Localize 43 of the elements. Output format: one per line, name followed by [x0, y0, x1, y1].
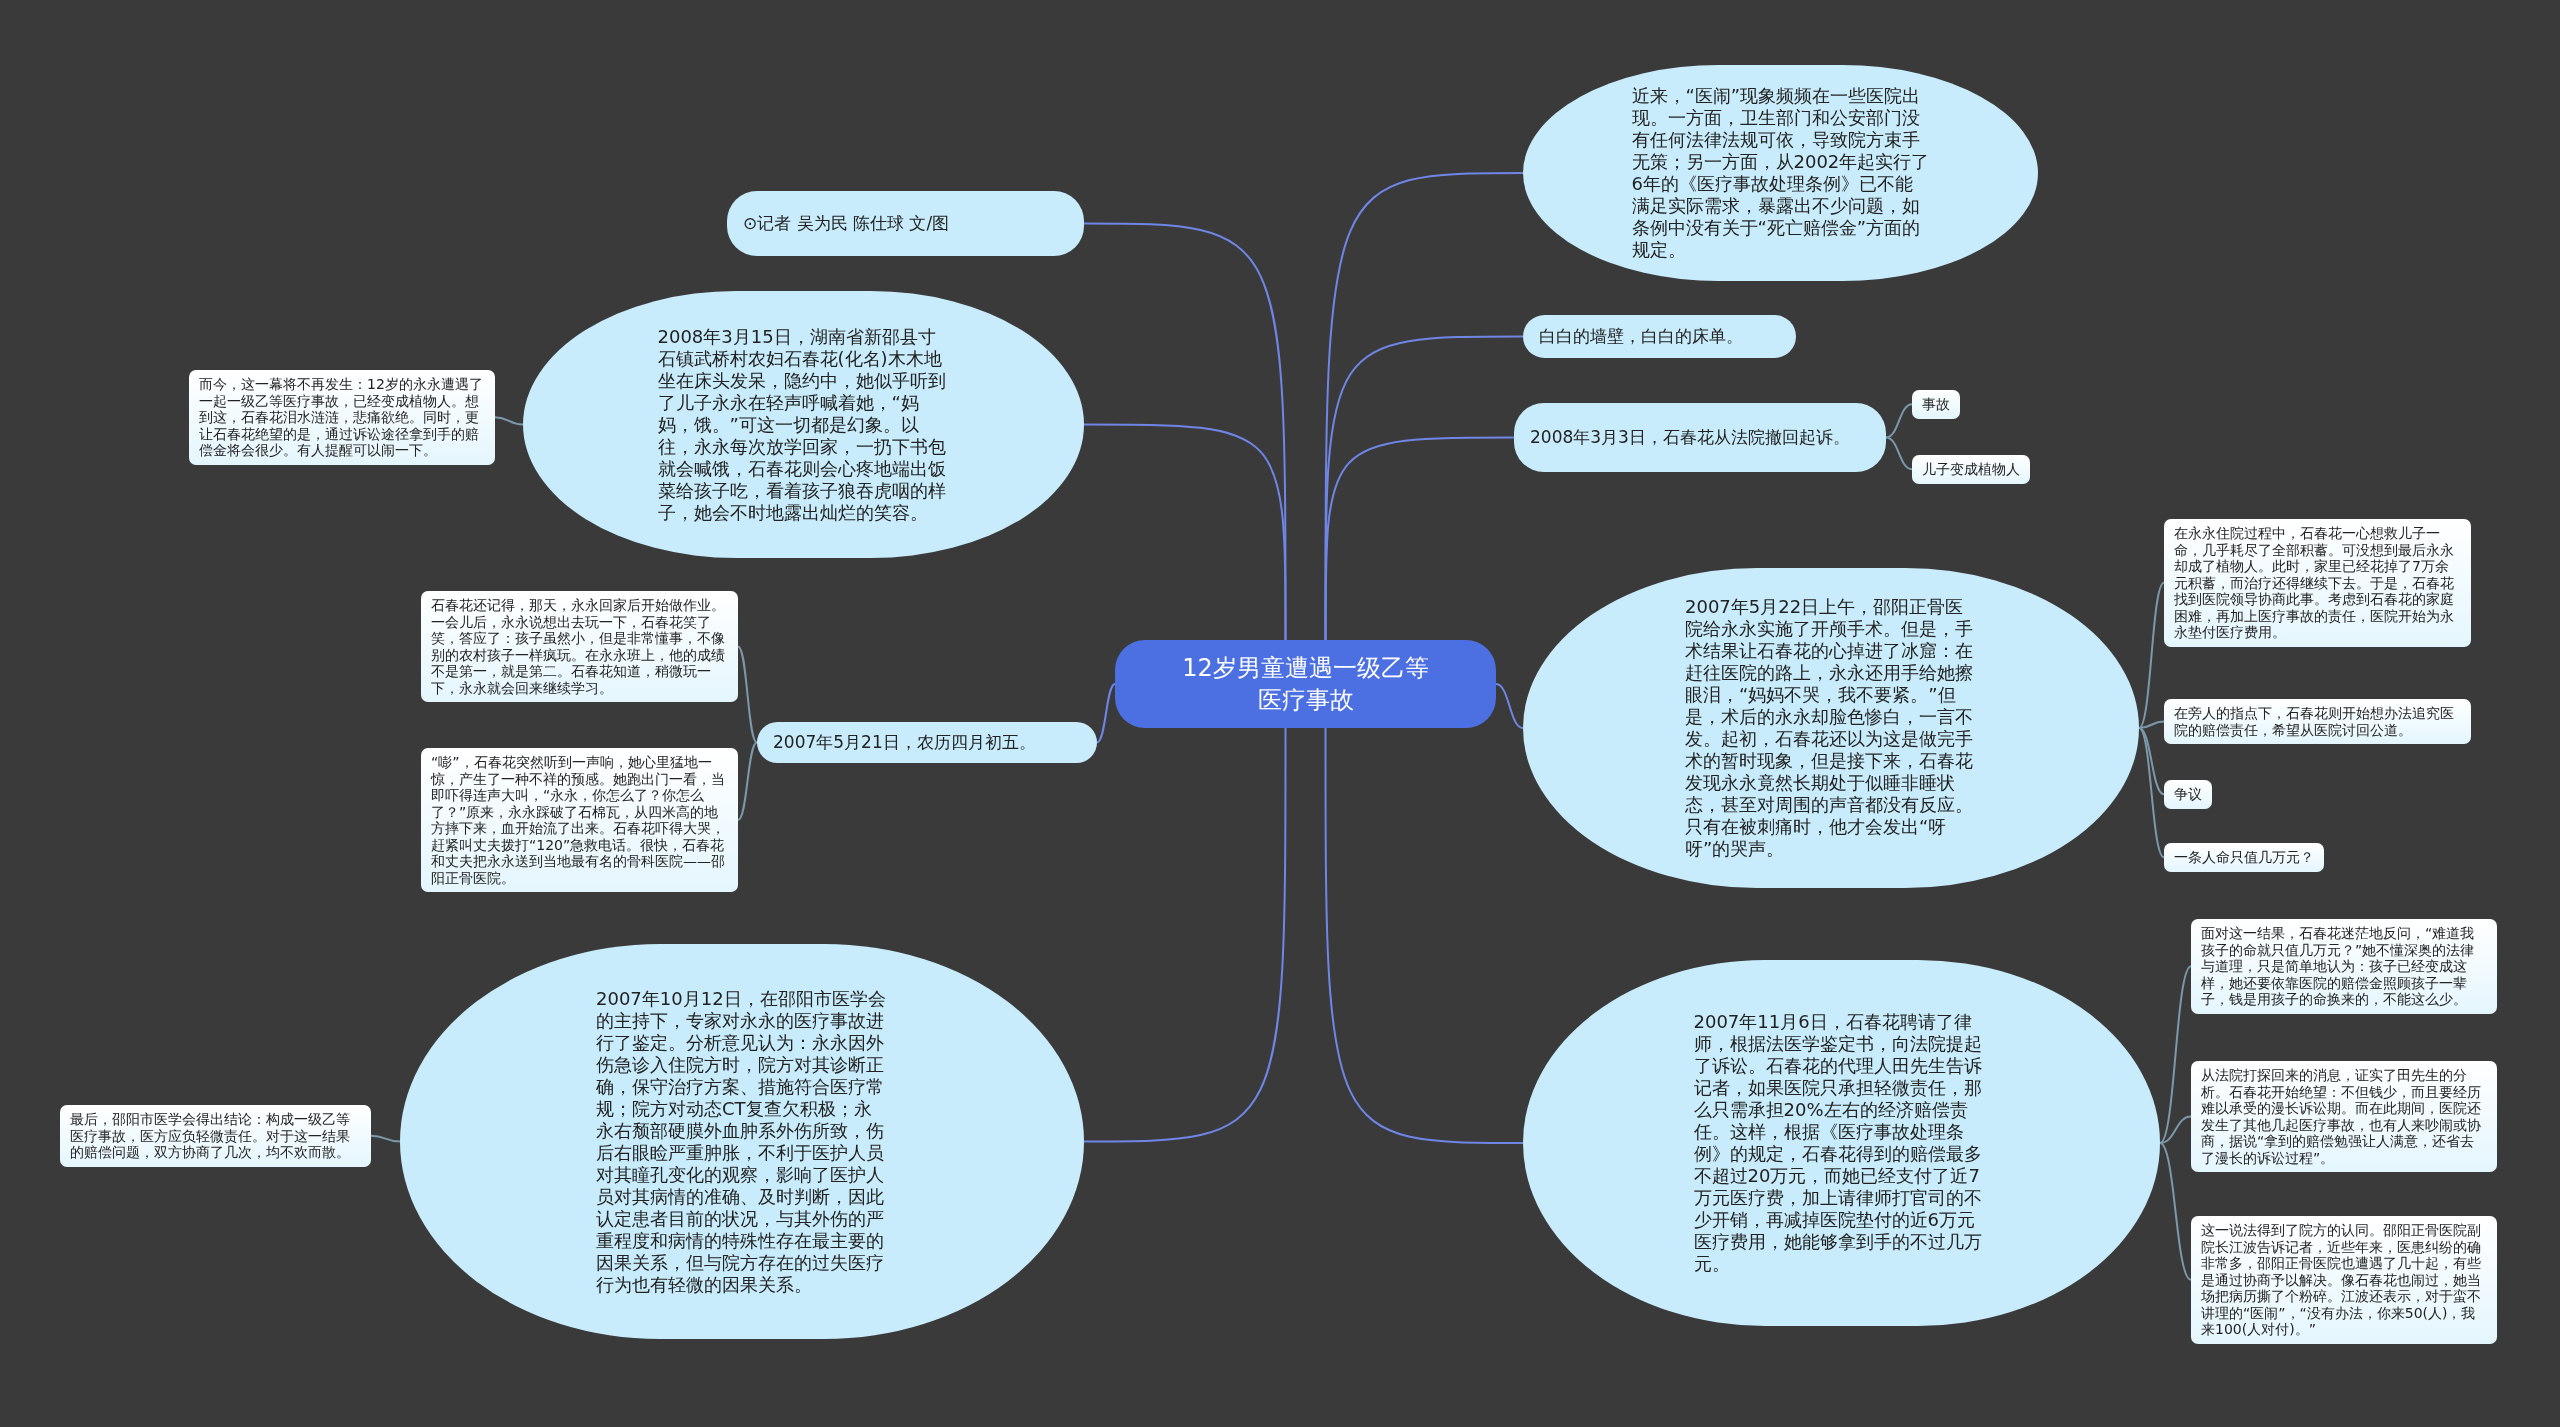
connector-line	[1495, 683, 1524, 729]
connector-line	[370, 1134, 401, 1143]
connector-line	[737, 741, 758, 821]
topic-bubble: 2008年3月15日，湖南省新邵县寸石镇武桥村农妇石春花(化名)木木地坐在床头发呆，隐约中，她似乎听到了儿子永永在轻声呼喊着她，“妈妈，饿。”可这一切都是幻象。以往，永永每次放学回家，一扔下书包就会喊饿，石春花则会心疼地端出饭菜给孩子吃，看着孩子狼吞虎咽的样子，她会不时地露出灿烂的笑容。	[523, 291, 1084, 558]
connector-line	[2159, 965, 2192, 1144]
connector-line	[494, 416, 524, 426]
connector-line	[2159, 1115, 2192, 1144]
topic-bubble: 白白的墙壁，白白的床单。	[1523, 315, 1796, 358]
note-card: 在旁人的指点下，石春花则开始想办法追究医院的赔偿责任，希望从医院讨回公道。	[2164, 699, 2471, 744]
note-card: 一条人命只值几万元？	[2164, 843, 2324, 872]
connector-line	[1324, 727, 1524, 1144]
note-card: 儿子变成植物人	[1912, 455, 2030, 484]
note-card: 从法院打探回来的消息，证实了田先生的分析。石春花开始绝望：不但钱少，而且要经历难以承受的漫长诉讼期。而在此期间，医院还发生了其他几起医疗事故，也有人来吵闹或协商，据说“拿到的赔偿勉强让人满意，还省去了漫长的诉讼过程”。	[2191, 1061, 2497, 1172]
connector-line	[1096, 683, 1116, 744]
connector-line	[2138, 727, 2165, 859]
connector-line	[737, 645, 758, 744]
note-card: “嘭”，石春花突然听到一声响，她心里猛地一惊，产生了一种不祥的预感。她跑出门一看，当即吓得连声大叫，“永永，你怎么了？你怎么了？”原来，永永踩破了石棉瓦，从四米高的地方摔下来，血开始流了出来。石春花吓得大哭，赶紧叫丈夫拨打“120”急救电话。很快，石春花和丈夫把永永送到当地最有名的骨科医院——邵阳正骨医院。	[421, 748, 738, 892]
topic-bubble: ⊙记者 吴为民 陈仕球 文/图	[727, 191, 1084, 256]
topic-bubble: 2007年5月22日上午，邵阳正骨医院给永永实施了开颅手术。但是，手术结果让石春花的心掉进了冰窟：在赶往医院的路上，永永还用手给她擦眼泪，“妈妈不哭，我不要紧。”但是，术后的永永却脸色惨白，一言不发。起初，石春花还以为这是做完手术的暂时现象，但是接下来，石春花发现永永竟然长期处于似睡非睡状态，甚至对周围的声音都没有反应。只有在被刺痛时，他才会发出“呀呀”的哭声。	[1523, 568, 2139, 888]
connector-line	[1324, 335, 1524, 641]
topic-bubble: 2007年11月6日，石春花聘请了律师，根据法医学鉴定书，向法院提起了诉讼。石春花的代理人田先生告诉记者，如果医院只承担轻微责任，那么只需承担20%左右的经济赔偿责任。这样，根据《医疗事故处理条例》的规定，石春花得到的赔偿最多不超过20万元，而她已经支付了近7万元医疗费，加上请律师打官司的不少开销，再减掉医院垫付的近6万元医疗费用，她能够拿到手的不过几万元。	[1523, 960, 2160, 1326]
topic-bubble: 2008年3月3日，石春花从法院撤回起诉。	[1514, 403, 1886, 472]
note-card: 最后，邵阳市医学会得出结论：构成一级乙等医疗事故，医方应负轻微责任。对于这一结果的赔偿问题，双方协商了几次，均不欢而散。	[60, 1105, 371, 1167]
note-card: 面对这一结果，石春花迷茫地反问，“难道我孩子的命就只值几万元？”她不懂深奥的法律与道理，只是简单地认为：孩子已经变成这样，她还要依靠医院的赔偿金照顾孩子一辈子，钱是用孩子的命换来的，不能这么少。	[2191, 919, 2497, 1014]
topic-bubble: 2007年10月12日，在邵阳市医学会的主持下，专家对永永的医疗事故进行了鉴定。分析意见认为：永永因外伤急诊入住院方时，院方对其诊断正确，保守治疗方案、措施符合医疗常规；院方对动态CT复查欠积极；永永右颓部硬膜外血肿系外伤所致，伤后右眼睑严重肿胀，不利于医护人员对其瞳孔变化的观察，影响了医护人员对其病情的准确、及时判断，因此认定患者目前的状况，与其外伤的严重程度和病情的特殊性存在最主要的因果关系，但与院方存在的过失医疗行为也有轻微的因果关系。	[400, 944, 1084, 1339]
central-topic: 12岁男童遭遇一级乙等医疗事故	[1115, 640, 1496, 728]
connector-line	[1083, 727, 1287, 1143]
connector-line	[2138, 727, 2165, 796]
connector-line	[1885, 403, 1913, 439]
topic-bubble: 近来，“医闹”现象频频在一些医院出现。一方面，卫生部门和公安部门没有任何法律法规可依，导致院方束手无策；另一方面，从2002年起实行了6年的《医疗事故处理条例》已不能满足实际需求，暴露出不少问题，如条例中没有关于“死亡赔偿金”方面的规定。	[1523, 65, 2038, 281]
topic-bubble: 2007年5月21日，农历四月初五。	[757, 722, 1097, 763]
connector-line	[2159, 1142, 2192, 1281]
connector-line	[2138, 581, 2165, 729]
connector-line	[1083, 423, 1287, 641]
note-card: 事故	[1912, 390, 1960, 419]
note-card: 而今，这一幕将不再发生：12岁的永永遭遇了一起一级乙等医疗事故，已经变成植物人。想到这，石春花泪水涟涟，悲痛欲绝。同时，更让石春花绝望的是，通过诉讼途径拿到手的赔偿金将会很少。有人提醒可以闹一下。	[189, 370, 495, 465]
note-card: 石春花还记得，那天，永永回家后开始做作业。一会儿后，永永说想出去玩一下，石春花笑了笑，答应了：孩子虽然小，但是非常懂事，不像别的农村孩子一样疯玩。在永永班上，他的成绩不是第一，就是第二。石春花知道，稍微玩一下，永永就会回来继续学习。	[421, 591, 738, 702]
connector-line	[2138, 720, 2165, 729]
connector-line	[1324, 436, 1515, 641]
note-card: 争议	[2164, 780, 2212, 809]
note-card: 在永永住院过程中，石春花一心想救儿子一命，几乎耗尽了全部积蓄。可没想到最后永永却成了植物人。此时，家里已经花掉了7万余元积蓄，而治疗还得继续下去。于是，石春花找到医院领导协商此事。考虑到石春花的家庭困难，再加上医疗事故的责任，医院开始为永永垫付医疗费用。	[2164, 519, 2471, 647]
connector-line	[1885, 436, 1913, 471]
note-card: 这一说法得到了院方的认同。邵阳正骨医院副院长江波告诉记者，近些年来，医患纠纷的确非常多，邵阳正骨医院也遭遇了几十起，有些是通过协商予以解决。像石春花也闹过，她当场把病历撕了个粉碎。江波还表示，对于蛮不讲理的“医闹”，“没有办法，你来50(人)，我来100(人对付)。”	[2191, 1216, 2497, 1344]
